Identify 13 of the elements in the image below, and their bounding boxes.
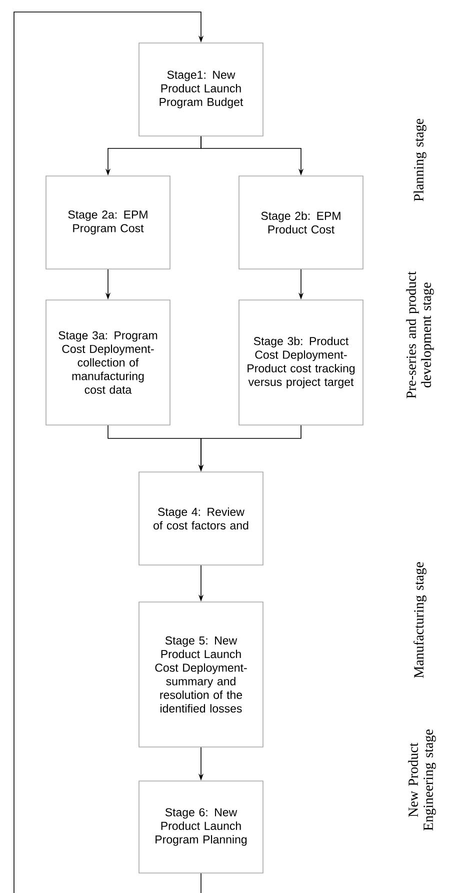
- process-box: Stage 4: Review of cost factors and: [138, 472, 264, 566]
- process-box: Stage 5: New Product Launch Cost Deployment- summary and resolution of the identified losses: [138, 602, 264, 748]
- process-box: Stage 3a: Program Cost Deployment- collection of manufacturing cost data: [46, 300, 170, 426]
- process-box: Stage 2a: EPM Program Cost: [46, 176, 170, 270]
- arrow: [14, 12, 204, 893]
- stage-label: Manufacturing stage: [414, 562, 426, 678]
- process-box: Stage1: New Product Launch Program Budget: [138, 42, 264, 136]
- stage-label: Pre-series and product development stage: [406, 271, 434, 398]
- process-box: Stage 3b: Product Cost Deployment- Product cost tracking versus project target: [238, 300, 364, 426]
- process-box: Stage 6: New Product Launch Program Planning: [138, 780, 264, 874]
- process-box: Stage 2b: EPM Product Cost: [238, 176, 364, 270]
- stage-label: Planning stage: [414, 118, 426, 202]
- stage-label: New Product Engineering stage: [408, 730, 436, 831]
